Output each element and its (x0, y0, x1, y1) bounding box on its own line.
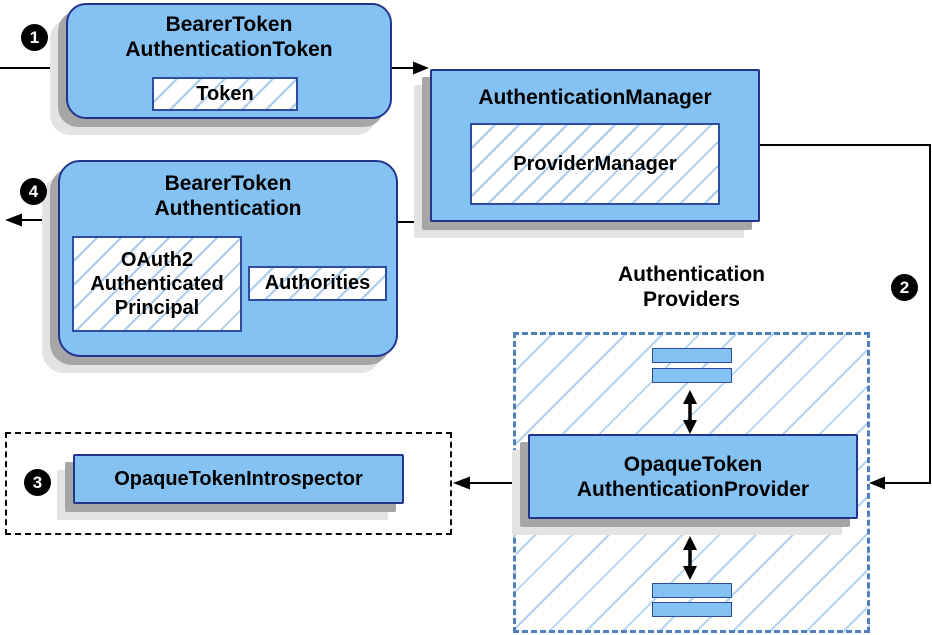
authorities-box: Authorities (248, 266, 387, 301)
opaque-token-introspector-region (5, 432, 452, 535)
oauth2-authenticated-principal-box: OAuth2 Authenticated Principal (72, 236, 242, 332)
opaque-token-authentication-provider-title: OpaqueToken AuthenticationProvider (576, 452, 810, 501)
authentication-providers-label: Authentication Providers (618, 263, 765, 311)
provider-bar (652, 348, 732, 363)
provider-bar (652, 583, 732, 598)
bearer-token-authentication-token-node: BearerToken AuthenticationToken Token (66, 3, 392, 119)
bearer-token-authentication-token-title: BearerToken AuthenticationToken (125, 13, 333, 61)
provider-to-introspector-arrowhead-icon (453, 476, 470, 490)
token-to-manager-arrowhead-icon (413, 61, 429, 75)
top-double-arrow-down-head-icon (683, 420, 697, 434)
bearer-token-authentication-title: BearerToken Authentication (154, 172, 302, 220)
bottom-double-arrow-down-head-icon (683, 566, 697, 580)
step-2-marker: 2 (891, 274, 918, 301)
manager-to-provider-line (760, 144, 931, 484)
authorities-label: Authorities (264, 272, 371, 294)
oauth2-authenticated-principal-label: OAuth2 Authenticated Principal (90, 249, 224, 319)
authentication-manager-node: AuthenticationManager ProviderManager (430, 69, 760, 222)
step-1-marker: 1 (21, 24, 48, 51)
opaque-token-introspector-node: OpaqueTokenIntrospector (73, 454, 404, 504)
token-box: Token (152, 77, 298, 111)
provider-bar (652, 368, 732, 383)
authentication-manager-title: AuthenticationManager (478, 86, 712, 109)
manager-to-provider-arrowhead-icon (869, 476, 885, 490)
authentication-out-arrowhead-icon (5, 213, 22, 227)
token-label: Token (196, 82, 254, 105)
top-double-arrow-up-head-icon (683, 390, 697, 404)
bearer-token-authentication-node: BearerToken Authentication OAuth2 Authen… (58, 160, 398, 357)
opaque-token-authentication-provider-node: OpaqueToken AuthenticationProvider (528, 434, 858, 519)
step-4-marker: 4 (20, 178, 47, 205)
provider-bar (652, 602, 732, 617)
opaque-token-introspector-title: OpaqueTokenIntrospector (114, 467, 363, 490)
provider-manager-box: ProviderManager (470, 123, 720, 205)
step-3-marker: 3 (24, 469, 51, 496)
bottom-double-arrow-up-head-icon (683, 536, 697, 550)
provider-manager-label: ProviderManager (513, 152, 677, 175)
